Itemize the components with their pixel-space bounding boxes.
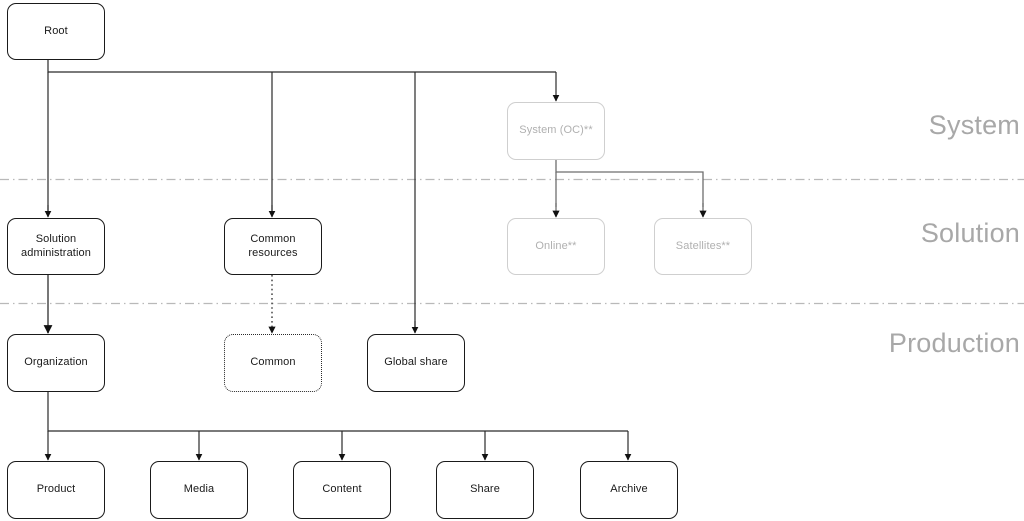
node-organization[interactable]: Organization [7, 334, 105, 392]
node-share-label: Share [470, 483, 500, 496]
node-solution-administration-label: Solution administration [21, 233, 91, 260]
node-common-resources-line2: resources [248, 246, 298, 259]
node-root[interactable]: Root [7, 3, 105, 60]
node-global-share[interactable]: Global share [367, 334, 465, 392]
node-root-label: Root [44, 24, 68, 37]
node-content[interactable]: Content [293, 461, 391, 519]
node-common-resources-label: Common resources [248, 233, 297, 260]
edge-system-oc-branch [555, 160, 704, 207]
node-organization-label: Organization [24, 356, 88, 369]
node-solution-administration[interactable]: Solution administration [7, 218, 105, 275]
node-product-label: Product [36, 483, 76, 496]
node-solution-administration-line2: administration [21, 246, 91, 259]
node-common-resources[interactable]: Common resources [224, 218, 322, 275]
zone-label-solution: Solution [920, 218, 1020, 248]
node-satellites-label: Satellites** [675, 239, 731, 252]
node-common-resources-line1: Common [250, 233, 296, 245]
node-media-label: Media [183, 483, 215, 496]
node-satellites[interactable]: Satellites** [654, 218, 752, 275]
node-online[interactable]: Online** [507, 218, 605, 275]
node-common-label: Common [250, 356, 296, 369]
edge-root-trunk [47, 60, 556, 331]
node-system-oc-label: System (OC)** [519, 124, 593, 137]
node-product[interactable]: Product [7, 461, 105, 519]
node-share[interactable]: Share [436, 461, 534, 519]
node-global-share-label: Global share [384, 356, 448, 369]
node-system-oc[interactable]: System (OC)** [507, 102, 605, 160]
zone-label-production: Production [888, 328, 1020, 358]
node-common[interactable]: Common [224, 334, 322, 392]
node-solution-administration-line1: Solution [35, 233, 77, 245]
node-online-label: Online** [535, 239, 577, 252]
edge-organization-trunk [47, 392, 628, 432]
node-content-label: Content [322, 483, 362, 496]
zone-label-system: System [928, 110, 1020, 140]
node-media[interactable]: Media [150, 461, 248, 519]
node-archive[interactable]: Archive [580, 461, 678, 519]
node-archive-label: Archive [610, 483, 648, 496]
